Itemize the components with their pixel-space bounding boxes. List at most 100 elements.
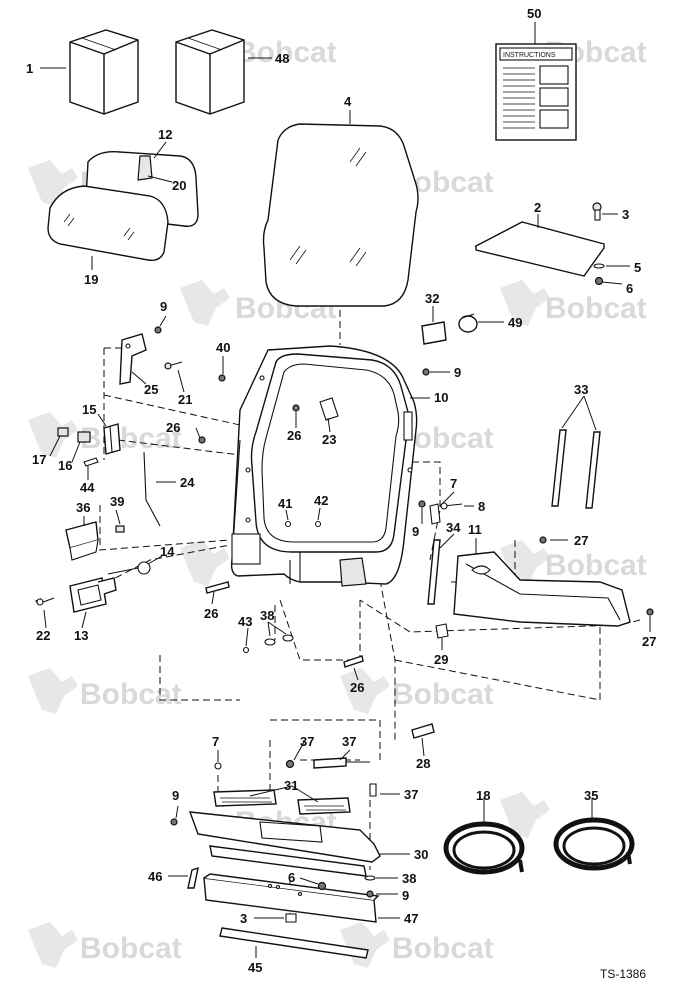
callout-7: 7 [450,476,457,491]
callout-11: 11 [468,522,482,537]
part-37-fitting [369,783,377,797]
part-29-bushing [435,623,449,639]
part-5-washer [593,263,605,269]
callout-29: 29 [434,652,448,667]
part-9-nut [170,818,178,826]
callout-35: 35 [584,788,598,803]
callout-38: 38 [402,871,416,886]
part-46-clip [187,866,199,889]
callout-18: 18 [476,788,490,803]
part-16-bushing [77,431,91,443]
callout-14: 14 [160,544,175,559]
part-44-pin [83,457,99,467]
part-9-nut [366,890,374,898]
part-26-nut [198,436,206,444]
watermark-text: Bobcat [80,932,182,965]
callout-16: 16 [58,458,72,473]
part-8-screw [440,502,463,510]
callout-12: 12 [158,127,172,142]
part-37-fitting [285,759,295,769]
callout-50: 50 [527,6,541,21]
callout-9: 9 [402,888,409,903]
callout-6: 6 [626,281,633,296]
callout-39: 39 [110,494,124,509]
callout-26: 26 [350,680,364,695]
callout-47: 47 [404,911,418,926]
callout-28: 28 [416,756,430,771]
part-4-front-glass [262,123,419,307]
callout-33: 33 [574,382,588,397]
callout-31: 31 [284,778,298,793]
part-6-nut [594,276,604,286]
part-14-link [107,561,151,575]
part-39-screw [115,525,125,533]
callout-2: 2 [534,200,541,215]
callout-22: 22 [36,628,50,643]
callout-3: 3 [240,911,247,926]
part-40-nut [218,374,226,382]
part-36-latch-bracket [65,521,99,561]
part-3-screw [592,202,602,221]
watermark-text: Bobcat [80,422,182,455]
part-50-instructions-card: INSTRUCTIONS [495,43,577,141]
callout-26: 26 [204,606,218,621]
drawing-number: TS-1386 [600,967,646,981]
callout-9: 9 [160,299,167,314]
part-33-seal-strip [551,429,601,509]
callout-10: 10 [434,390,448,405]
part-26-nut [292,404,300,412]
watermark-text: Bobcat [545,292,647,325]
part-34-strip [427,539,441,605]
part-7-nut [214,762,222,770]
part-48-box [175,29,245,115]
part-32-decal [421,321,447,345]
part-15-hinge [103,423,121,455]
callout-38: 38 [260,608,274,623]
callout-6: 6 [288,870,295,885]
part-38-washer [264,634,294,646]
part-30-step-bracket [188,811,381,877]
part-27-bolt [646,608,654,616]
callout-13: 13 [74,628,88,643]
callout-48: 48 [275,51,289,66]
leader-lines [40,22,651,958]
callout-15: 15 [82,402,96,417]
part-37-gas-spring [313,757,370,769]
callout-27: 27 [642,634,656,649]
callout-7: 7 [212,734,219,749]
callout-44: 44 [80,480,95,495]
part-43-nut [242,646,250,654]
part-21-bolt [164,361,183,370]
callout-30: 30 [414,847,428,862]
callout-17: 17 [32,452,46,467]
part-41-nut [284,520,292,528]
part-35-seal-coil [553,817,635,871]
part-9-nut [418,500,426,508]
watermark-text: Bobcat [392,678,494,711]
part-24-rod [143,451,161,527]
part-26-bolt [205,581,230,594]
callout-8: 8 [478,499,485,514]
part-19-side-glass [47,185,169,262]
watermark-text: Bobcat [235,36,337,69]
callout-4: 4 [344,94,352,109]
part-26-bolt [343,655,364,668]
callout-5: 5 [634,260,641,275]
part-11-channel [453,551,631,627]
callout-37: 37 [300,734,314,749]
callout-3: 3 [622,207,629,222]
part-27-bolt [539,536,547,544]
callout-42: 42 [314,493,328,508]
callout-46: 46 [148,869,162,884]
callout-9: 9 [172,788,179,803]
callout-23: 23 [322,432,336,447]
part-18-seal-coil [443,821,525,875]
callout-34: 34 [446,520,461,535]
callout-41: 41 [278,496,292,511]
callout-19: 19 [84,272,98,287]
callout-37: 37 [342,734,356,749]
part-13-door-handle [69,577,117,613]
callout-24: 24 [180,475,195,490]
callout-49: 49 [508,315,522,330]
